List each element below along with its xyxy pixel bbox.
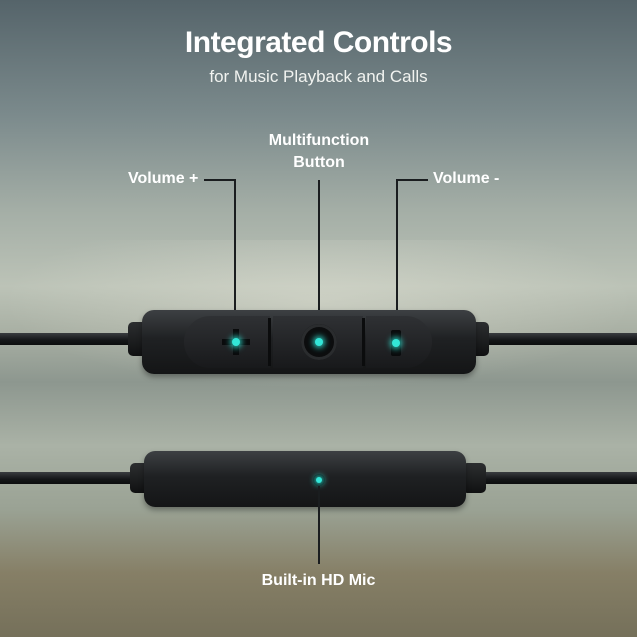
volume-down-label: Volume - (433, 170, 500, 187)
volume-up-leader-vertical (234, 179, 236, 339)
remote-divider-left (268, 318, 271, 366)
minus-icon (391, 330, 401, 356)
circle-button-icon (301, 324, 337, 360)
plus-icon (220, 329, 252, 355)
volume-down-leader-vertical (396, 179, 398, 339)
multifunction-leader (318, 180, 320, 340)
mic-label: Built-in HD Mic (261, 572, 376, 589)
remote-divider-right (362, 318, 365, 366)
mic-dot-icon (313, 474, 325, 486)
multifunction-label-line1: Multifunction (268, 132, 370, 149)
multifunction-label: Multifunction Button (238, 130, 400, 174)
page-title: Integrated Controls (184, 26, 453, 59)
volume-up-leader-horizontal (204, 179, 236, 181)
mic-housing (144, 451, 466, 507)
page-subtitle: for Music Playback and Calls (209, 67, 428, 86)
volume-down-leader-horizontal (396, 179, 428, 181)
multifunction-label-line2: Button (293, 154, 345, 171)
mic-leader (318, 486, 320, 564)
bottom-mic-right-cap (462, 463, 486, 493)
volume-up-label: Volume + (128, 170, 199, 187)
